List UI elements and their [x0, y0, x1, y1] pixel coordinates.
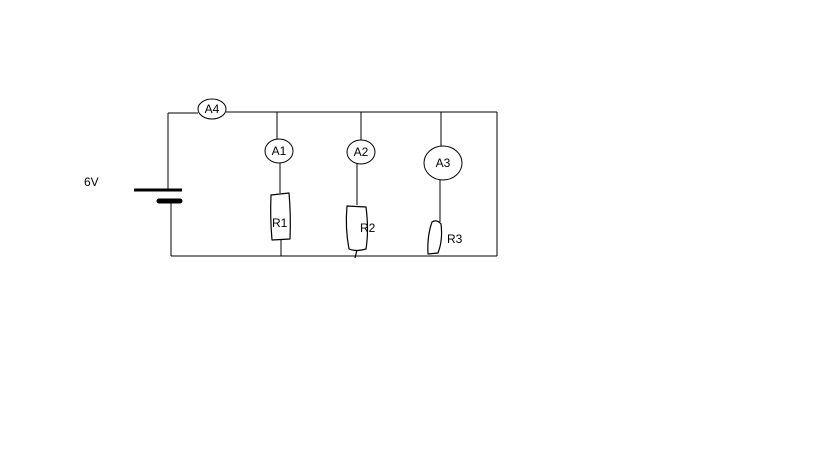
ammeter-a4-label: A4 — [205, 102, 220, 116]
ammeter-a2-label: A2 — [354, 145, 369, 159]
ammeter-a4-circle — [197, 98, 227, 120]
ammeter-a3-circle — [423, 145, 463, 181]
ammeter-a1-circle — [264, 138, 294, 164]
resistor-r3-body — [427, 220, 443, 255]
ammeter-a4: A4 — [197, 98, 227, 120]
resistor-r3-label: R3 — [447, 232, 463, 246]
resistor-r1-label: R1 — [272, 216, 288, 230]
wires — [167, 111, 498, 257]
resistor-r2-label: R2 — [360, 221, 376, 235]
resistor-r2-lead — [354, 249, 358, 259]
resistor-r2: R2 — [345, 205, 376, 259]
ammeter-a2-circle — [346, 139, 376, 165]
ammeter-a1-label: A1 — [272, 144, 287, 158]
resistor-r2-body — [345, 205, 369, 252]
resistor-r3: R3 — [427, 220, 463, 255]
voltage-label: 6V — [84, 175, 99, 189]
ammeter-a3-label: A3 — [436, 156, 451, 170]
ammeter-a1: A1 — [264, 138, 294, 164]
ammeter-a3: A3 — [423, 145, 463, 181]
ammeter-a2: A2 — [346, 139, 376, 165]
battery-symbol — [134, 188, 183, 204]
resistor-r1-body — [270, 192, 291, 241]
resistor-r1: R1 — [270, 192, 291, 241]
